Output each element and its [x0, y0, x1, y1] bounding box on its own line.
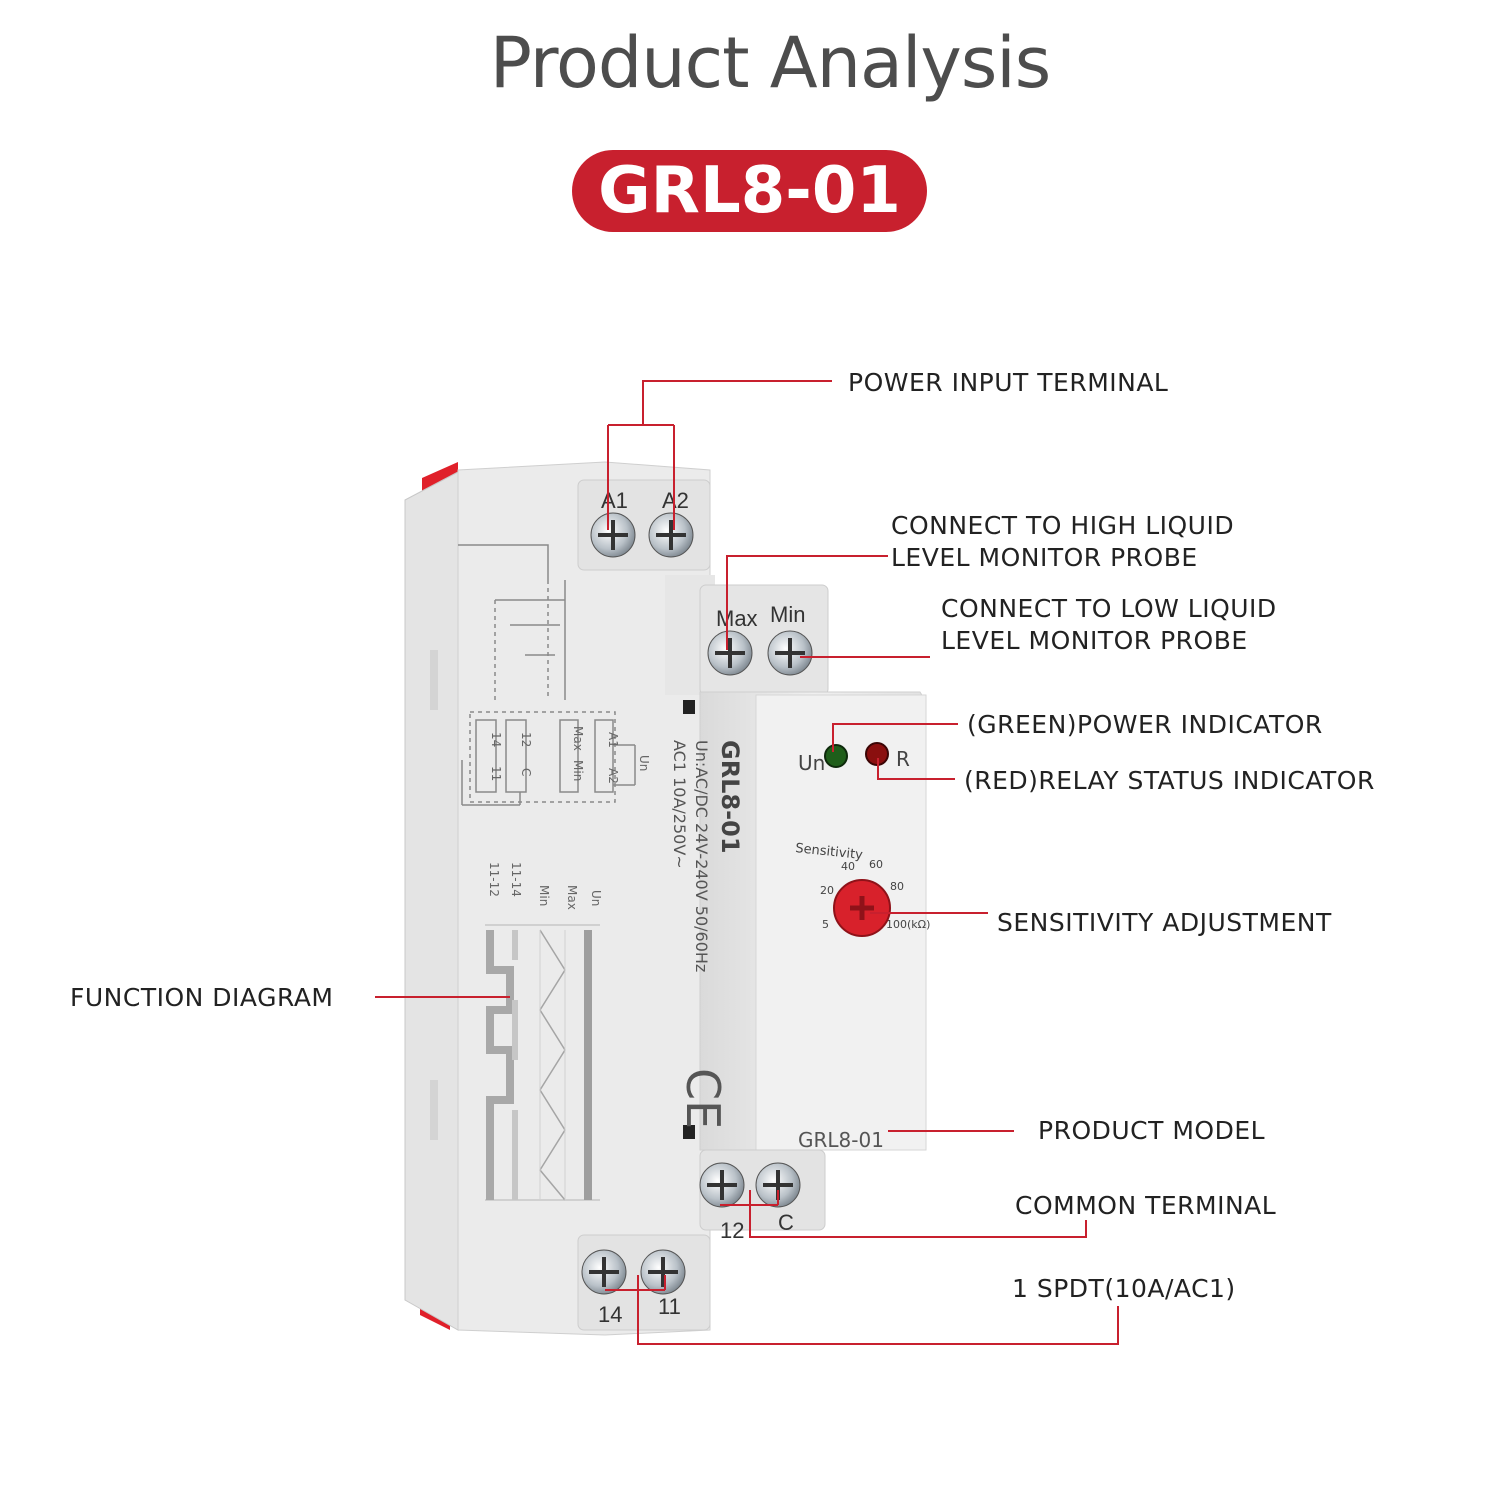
- callout-high-probe-line1: CONNECT TO HIGH LIQUID: [891, 511, 1234, 540]
- callout-spdt: 1 SPDT(10A/AC1): [1012, 1274, 1236, 1303]
- screw-a1: [590, 512, 636, 558]
- timing-label-un: Un: [589, 890, 603, 906]
- page-title: Product Analysis: [489, 22, 1051, 104]
- callout-high-probe-line2: LEVEL MONITOR PROBE: [891, 543, 1198, 572]
- sensitivity-knob[interactable]: [833, 879, 891, 937]
- schematic-label-12: 12: [519, 732, 533, 747]
- leader-spdt: [605, 1275, 1119, 1345]
- leader-power-indicator: [832, 723, 958, 752]
- indicator-label-un: Un: [798, 751, 825, 775]
- callout-function-diagram: FUNCTION DIAGRAM: [70, 983, 334, 1012]
- leader-common-terminal: [720, 1190, 1087, 1238]
- callout-low-probe-line2: LEVEL MONITOR PROBE: [941, 626, 1248, 655]
- schematic-label-a2: A2: [606, 768, 620, 784]
- callout-power-input: POWER INPUT TERMINAL: [848, 368, 1168, 397]
- side-rating-un: Un:AC/DC 24V-240V 50/60Hz: [692, 740, 711, 972]
- leader-high-probe: [726, 555, 888, 650]
- scale-40: 40: [841, 860, 855, 873]
- side-print: GRL8-01 Un:AC/DC 24V-240V 50/60Hz AC1 10…: [670, 740, 744, 972]
- green-led-icon: [824, 744, 848, 768]
- schematic-label-max: Max: [571, 726, 585, 751]
- terminal-label-a1: A1: [601, 488, 628, 513]
- scale-5: 5: [822, 918, 829, 931]
- timing-label-11-12: 11-12: [487, 862, 501, 897]
- side-rating-ac1: AC1 10A/250V~: [670, 740, 689, 869]
- leader-relay-indicator: [877, 758, 955, 780]
- terminal-label-c: C: [778, 1210, 794, 1235]
- terminal-label-12: 12: [720, 1218, 744, 1243]
- model-badge: GRL8-01: [572, 150, 927, 232]
- scale-20: 20: [820, 884, 834, 897]
- schematic-label-c: C: [519, 768, 533, 776]
- callout-relay-indicator: (RED)RELAY STATUS INDICATOR: [964, 766, 1375, 795]
- callout-product-model: PRODUCT MODEL: [1038, 1116, 1265, 1145]
- timing-label-max: Max: [565, 885, 579, 910]
- leader-power-input: [607, 380, 832, 530]
- indicator-label-r: R: [896, 747, 910, 771]
- screw-c: [755, 1162, 801, 1208]
- terminal-label-a2: A2: [662, 488, 689, 513]
- schematic-label-11: 11: [489, 766, 503, 781]
- screw-14: [581, 1249, 627, 1295]
- schematic-label-a1: A1: [606, 732, 620, 748]
- screw-12: [699, 1162, 745, 1208]
- side-model: GRL8-01: [716, 740, 744, 854]
- terminal-label-max: Max: [716, 606, 758, 631]
- terminal-label-min: Min: [770, 602, 805, 627]
- ce-mark: CE: [676, 1068, 730, 1129]
- sensitivity-scale: 5 20 40 60 80 100(kΩ): [820, 858, 930, 931]
- scale-100: 100(kΩ): [886, 918, 930, 931]
- timing-label-min: Min: [537, 885, 551, 906]
- scale-80: 80: [890, 880, 904, 893]
- terminal-label-14: 14: [598, 1302, 622, 1327]
- screw-max: [707, 630, 753, 676]
- scale-60: 60: [869, 858, 883, 871]
- schematic-label-min: Min: [571, 760, 585, 781]
- timing-diagram: 11-12 11-14 Min Max Un: [485, 862, 603, 1201]
- timing-label-11-14: 11-14: [509, 862, 523, 897]
- screw-a2: [648, 512, 694, 558]
- schematic-label-un: Un: [637, 755, 651, 771]
- schematic-labels: 14 11 12 C Max Min A1 A2 Un: [489, 726, 651, 784]
- front-model-label: GRL8-01: [798, 1128, 884, 1152]
- callout-low-probe-line1: CONNECT TO LOW LIQUID: [941, 594, 1277, 623]
- screw-11: [640, 1249, 686, 1295]
- callout-leaders: [375, 380, 1119, 1345]
- sensitivity-label: Sensitivity: [795, 841, 864, 863]
- wiring-schematic: [458, 544, 636, 806]
- callout-power-indicator: (GREEN)POWER INDICATOR: [967, 710, 1323, 739]
- schematic-label-14: 14: [489, 732, 503, 747]
- screw-min: [767, 630, 813, 676]
- terminal-label-11: 11: [658, 1294, 681, 1319]
- callout-common-terminal: COMMON TERMINAL: [1015, 1191, 1276, 1220]
- callout-sensitivity: SENSITIVITY ADJUSTMENT: [997, 908, 1332, 937]
